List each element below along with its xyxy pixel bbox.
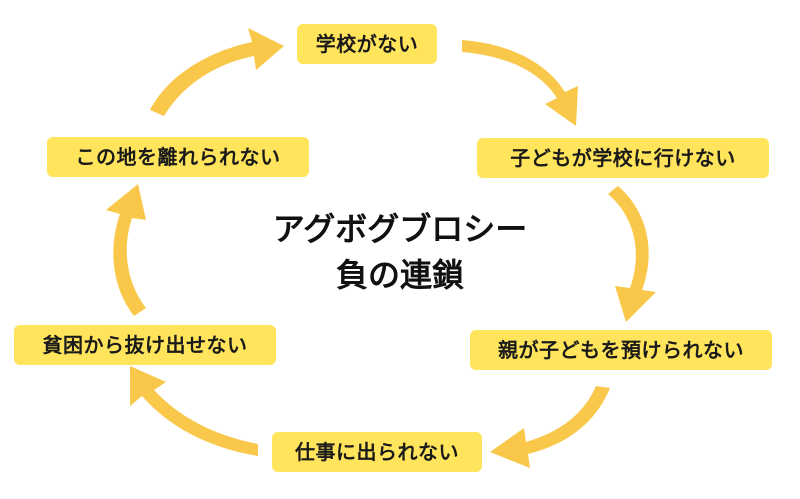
arrow-parent-to-work: [490, 386, 610, 468]
node-label: 貧困から抜け出せない: [42, 333, 248, 357]
node-label: この地を離れられない: [75, 145, 281, 169]
node-parent-cannot-leave-child: 親が子どもを預けられない: [470, 330, 772, 370]
node-cannot-leave-this-place: この地を離れられない: [47, 137, 309, 177]
arrow-school-to-child: [462, 40, 578, 126]
node-label: 学校がない: [315, 32, 419, 56]
center-title: アグボグブロシー 負の連鎖: [210, 206, 590, 298]
node-label: 子どもが学校に行けない: [510, 146, 736, 170]
node-label: 仕事に出られない: [295, 440, 459, 464]
arrow-work-to-poverty: [130, 366, 258, 456]
arrow-poverty-to-stay: [106, 184, 146, 316]
node-cannot-escape-poverty: 貧困から抜け出せない: [14, 325, 276, 365]
arrow-child-to-parent: [608, 186, 656, 322]
arrow-stay-to-school: [150, 28, 284, 116]
node-label: 親が子どもを預けられない: [498, 338, 744, 362]
node-child-cannot-attend-school: 子どもが学校に行けない: [477, 138, 769, 178]
node-cannot-go-to-work: 仕事に出られない: [272, 432, 482, 472]
center-title-line2: 負の連鎖: [335, 256, 464, 294]
node-no-school: 学校がない: [297, 24, 437, 64]
center-title-line1: アグボグブロシー: [272, 210, 528, 248]
